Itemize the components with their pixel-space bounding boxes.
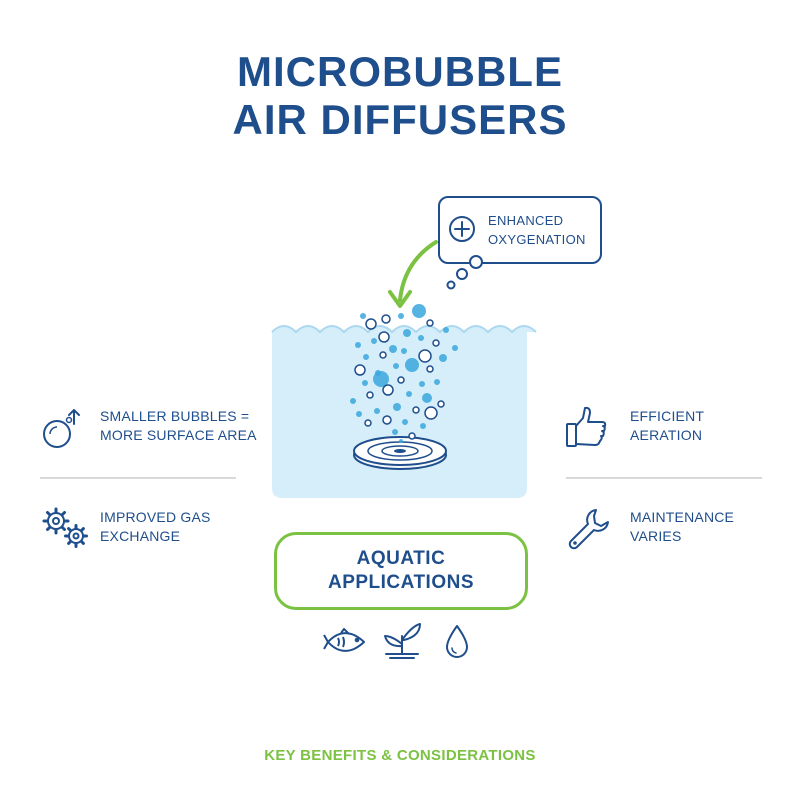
benefit-line-2: EXCHANGE (100, 528, 181, 544)
bubble (363, 354, 369, 360)
page-title: MICROBUBBLE AIR DIFFUSERS (0, 48, 800, 144)
applications-line-2: APPLICATIONS (327, 572, 475, 593)
benefit-line-1: MAINTENANCE (630, 509, 735, 525)
bubble (412, 304, 426, 318)
title-line-1: MICROBUBBLE (237, 48, 563, 95)
thumbs-up-icon (566, 406, 607, 447)
applications-line-1: AQUATIC (356, 548, 446, 569)
bubble (360, 313, 366, 319)
gears-icon (42, 507, 88, 548)
callout-label: ENHANCED OXYGENATION (488, 211, 586, 249)
water-surface (271, 325, 537, 334)
bubble (405, 358, 419, 372)
bubble (399, 439, 403, 443)
oxygenation-callout: ENHANCED OXYGENATION (438, 196, 602, 264)
bubble (452, 345, 458, 351)
benefit-line-2: MORE SURFACE AREA (100, 427, 257, 443)
bubble (418, 335, 424, 341)
bubble-arrow-icon (43, 409, 80, 448)
benefit-line-2: VARIES (630, 528, 682, 544)
bubble (364, 419, 372, 427)
footer-caption: KEY BENEFITS & CONSIDERATIONS (264, 747, 536, 764)
bubble (426, 365, 434, 373)
callout-line-1: ENHANCED (488, 213, 564, 228)
bubble (419, 381, 425, 387)
bubble (402, 419, 408, 425)
bubble (412, 406, 420, 414)
aquatic-applications-box: AQUATIC APPLICATIONS (274, 532, 528, 610)
fish-icon (323, 628, 365, 652)
bubble (443, 327, 449, 333)
water-body (272, 326, 536, 498)
bubble (403, 329, 411, 337)
benefit-line-1: IMPROVED GAS (100, 509, 211, 525)
bubble (424, 406, 438, 420)
benefit-line-1: EFFICIENT (630, 408, 705, 424)
bubble (379, 351, 387, 359)
benefit-gas-exchange: IMPROVED GAS EXCHANGE (100, 508, 211, 546)
bubble (393, 363, 399, 369)
left-divider (40, 477, 236, 479)
bubble (382, 384, 394, 396)
bubble (374, 408, 380, 414)
bubble (382, 415, 392, 425)
bubble (365, 318, 377, 330)
benefit-efficient-aeration: EFFICIENT AERATION (630, 407, 704, 445)
bubble (422, 393, 432, 403)
benefit-line-1: SMALLER BUBBLES = (100, 408, 250, 424)
microbubbles (350, 304, 458, 443)
right-divider (566, 477, 762, 479)
bubble (389, 345, 397, 353)
bubble (420, 423, 426, 429)
bubble (426, 319, 434, 327)
benefit-smaller-bubbles: SMALLER BUBBLES = MORE SURFACE AREA (100, 407, 257, 445)
bubble (362, 380, 368, 386)
bubble (354, 364, 366, 376)
plant-icon (384, 623, 421, 659)
bubble (392, 429, 398, 435)
bubble (432, 339, 440, 347)
benefit-line-2: AERATION (630, 427, 703, 443)
bubble (434, 379, 440, 385)
water-drop-icon (446, 625, 468, 658)
callout-line-2: OXYGENATION (488, 232, 586, 247)
bubble (393, 403, 401, 411)
bubble (356, 411, 362, 417)
bubble (401, 348, 407, 354)
bubble (408, 432, 416, 440)
bubble (437, 400, 445, 408)
plus-circle-icon (449, 216, 475, 242)
title-line-2: AIR DIFFUSERS (232, 96, 568, 143)
bubble (373, 371, 389, 387)
bubble (350, 398, 356, 404)
bubble (418, 349, 432, 363)
wrench-icon (568, 509, 609, 550)
bubble (378, 331, 390, 343)
benefit-maintenance: MAINTENANCE VARIES (630, 508, 734, 546)
bubble (366, 391, 374, 399)
bubble (371, 338, 377, 344)
bubble (397, 376, 405, 384)
bubble (439, 354, 447, 362)
bubble (406, 391, 412, 397)
bubble (381, 314, 391, 324)
bubble (355, 342, 361, 348)
bubble (398, 313, 404, 319)
